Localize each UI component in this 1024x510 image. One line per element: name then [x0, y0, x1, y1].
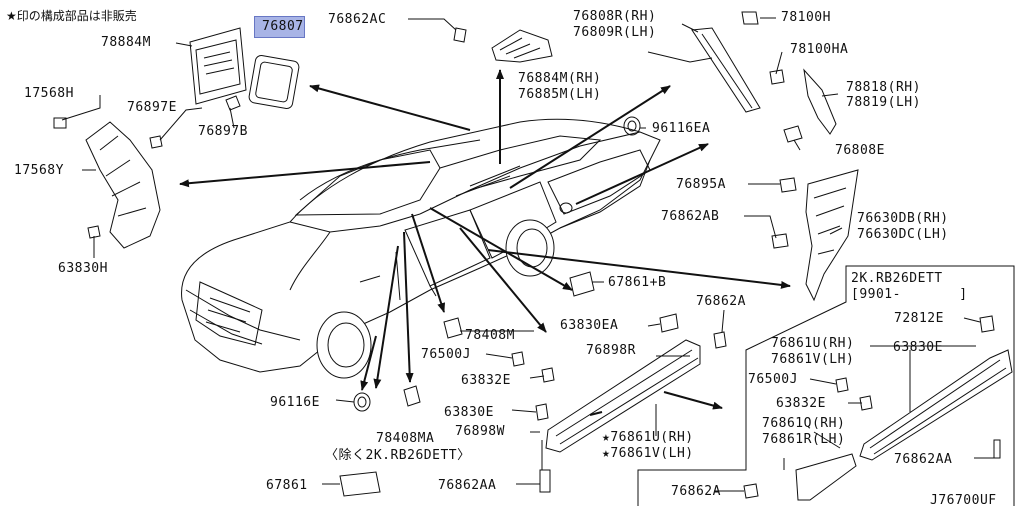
part-17568H-clip	[53, 117, 67, 129]
part-63832E-screw	[541, 367, 555, 383]
label-78100H[interactable]: 78100H	[781, 10, 831, 25]
part-63830E-clip	[535, 403, 549, 421]
part-76897B	[225, 95, 241, 111]
label-76862AA[interactable]: 76862AA	[438, 478, 497, 493]
rear-quarter-panel	[547, 149, 651, 215]
part-76897E-clip	[149, 135, 163, 149]
label-76500J-inset[interactable]: 76500J	[748, 372, 798, 387]
label-76861R[interactable]: 76861R(LH)	[762, 432, 846, 447]
label-76807[interactable]: 76807	[262, 19, 304, 34]
part-78884M	[189, 27, 247, 105]
part-76808E-clip	[783, 125, 803, 143]
label-9901: [9901- ]	[851, 287, 968, 302]
part-76895A-clip	[779, 177, 797, 193]
label-63830H[interactable]: 63830H	[58, 261, 108, 276]
label-76500J[interactable]: 76500J	[421, 347, 471, 362]
label-17568H[interactable]: 17568H	[24, 86, 74, 101]
label-76861Q[interactable]: 76861Q(RH)	[762, 416, 846, 431]
part-76862A-screw	[713, 331, 727, 349]
label-78408M[interactable]: 78408M	[465, 328, 515, 343]
label-63830E-inset[interactable]: 63830E	[893, 340, 943, 355]
label-76861V-star[interactable]: ★76861V(LH)	[602, 446, 694, 461]
label-76884M[interactable]: 76884M(RH)	[518, 71, 602, 86]
car-body-outline	[181, 118, 661, 373]
part-76862AC-clip	[453, 27, 467, 43]
label-76862A-inset[interactable]: 76862A	[671, 484, 721, 499]
part-96116EA-grommet	[623, 116, 641, 136]
label-78884M[interactable]: 78884M	[101, 35, 151, 50]
part-78100H-clip	[741, 11, 759, 25]
label-76630DC[interactable]: 76630DC(LH)	[857, 227, 949, 242]
part-78100HA-clip	[769, 69, 785, 85]
label-76862A[interactable]: 76862A	[696, 294, 746, 309]
label-2k-rb26dett: 2K.RB26DETT	[851, 271, 943, 286]
pointer-arrows	[179, 69, 791, 416]
label-76862AC[interactable]: 76862AC	[328, 12, 387, 27]
label-76898R[interactable]: 76898R	[586, 343, 636, 358]
label-76885M[interactable]: 76885M(LH)	[518, 87, 602, 102]
label-76808E[interactable]: 76808E	[835, 143, 885, 158]
label-76897B[interactable]: 76897B	[198, 124, 248, 139]
label-67861B[interactable]: 67861+B	[608, 275, 667, 290]
label-76895A[interactable]: 76895A	[676, 177, 726, 192]
part-63830EA-clip	[659, 313, 679, 333]
label-63832E-inset[interactable]: 63832E	[776, 396, 826, 411]
label-76630DB[interactable]: 76630DB(RH)	[857, 211, 949, 226]
label-76808R[interactable]: 76808R(RH)	[573, 9, 657, 24]
label-63830EA[interactable]: 63830EA	[560, 318, 619, 333]
part-17568Y-bracket	[85, 121, 161, 249]
part-78408MA-pad	[403, 385, 421, 407]
front-wheel	[316, 311, 372, 379]
part-76807	[248, 54, 300, 110]
label-76861U-star[interactable]: ★76861U(RH)	[602, 430, 694, 445]
part-76884M	[491, 29, 553, 63]
label-17568Y[interactable]: 17568Y	[14, 163, 64, 178]
part-63830H-clip	[87, 225, 101, 239]
label-67861[interactable]: 67861	[266, 478, 308, 493]
header-note: ★印の構成部品は非販売	[6, 9, 137, 23]
rear-wheel	[505, 219, 555, 277]
part-78408M-pad	[443, 317, 463, 339]
label-72812E[interactable]: 72812E	[894, 311, 944, 326]
label-63830E[interactable]: 63830E	[444, 405, 494, 420]
part-76630DB-splash	[805, 169, 859, 302]
leader-lines	[61, 17, 994, 492]
part-76808R-moulding	[691, 27, 761, 113]
label-76861U-rh[interactable]: 76861U(RH)	[771, 336, 855, 351]
label-76809R[interactable]: 76809R(LH)	[573, 25, 657, 40]
label-exclude-2k-rb26dett: 〈除く2K.RB26DETT〉	[325, 448, 471, 463]
part-76862AB-clip	[771, 233, 789, 249]
part-76500J-screw	[511, 351, 525, 367]
label-76862AB[interactable]: 76862AB	[661, 209, 720, 224]
inset-2k-rb26dett	[637, 265, 1015, 506]
label-76897E[interactable]: 76897E	[127, 100, 177, 115]
diagram-code: J76700UF	[930, 493, 997, 508]
label-96116E[interactable]: 96116E	[270, 395, 320, 410]
part-76862AA-screw	[539, 469, 551, 493]
label-78408MA[interactable]: 78408MA	[376, 431, 435, 446]
part-96116E-grommet	[353, 392, 371, 412]
label-76861V-lh[interactable]: 76861V(LH)	[771, 352, 855, 367]
highlight-box	[254, 16, 305, 38]
label-78818[interactable]: 78818(RH)	[846, 80, 921, 95]
label-78100HA[interactable]: 78100HA	[790, 42, 849, 57]
label-63832E[interactable]: 63832E	[461, 373, 511, 388]
part-76898R-sill	[545, 339, 701, 453]
label-76898W[interactable]: 76898W	[455, 424, 505, 439]
label-76862AA-inset[interactable]: 76862AA	[894, 452, 953, 467]
part-67861B-pad	[569, 271, 595, 297]
part-67861-pad	[339, 471, 381, 497]
part-78818-bracket	[803, 68, 837, 135]
label-96116EA[interactable]: 96116EA	[652, 121, 711, 136]
label-78819[interactable]: 78819(LH)	[846, 95, 921, 110]
